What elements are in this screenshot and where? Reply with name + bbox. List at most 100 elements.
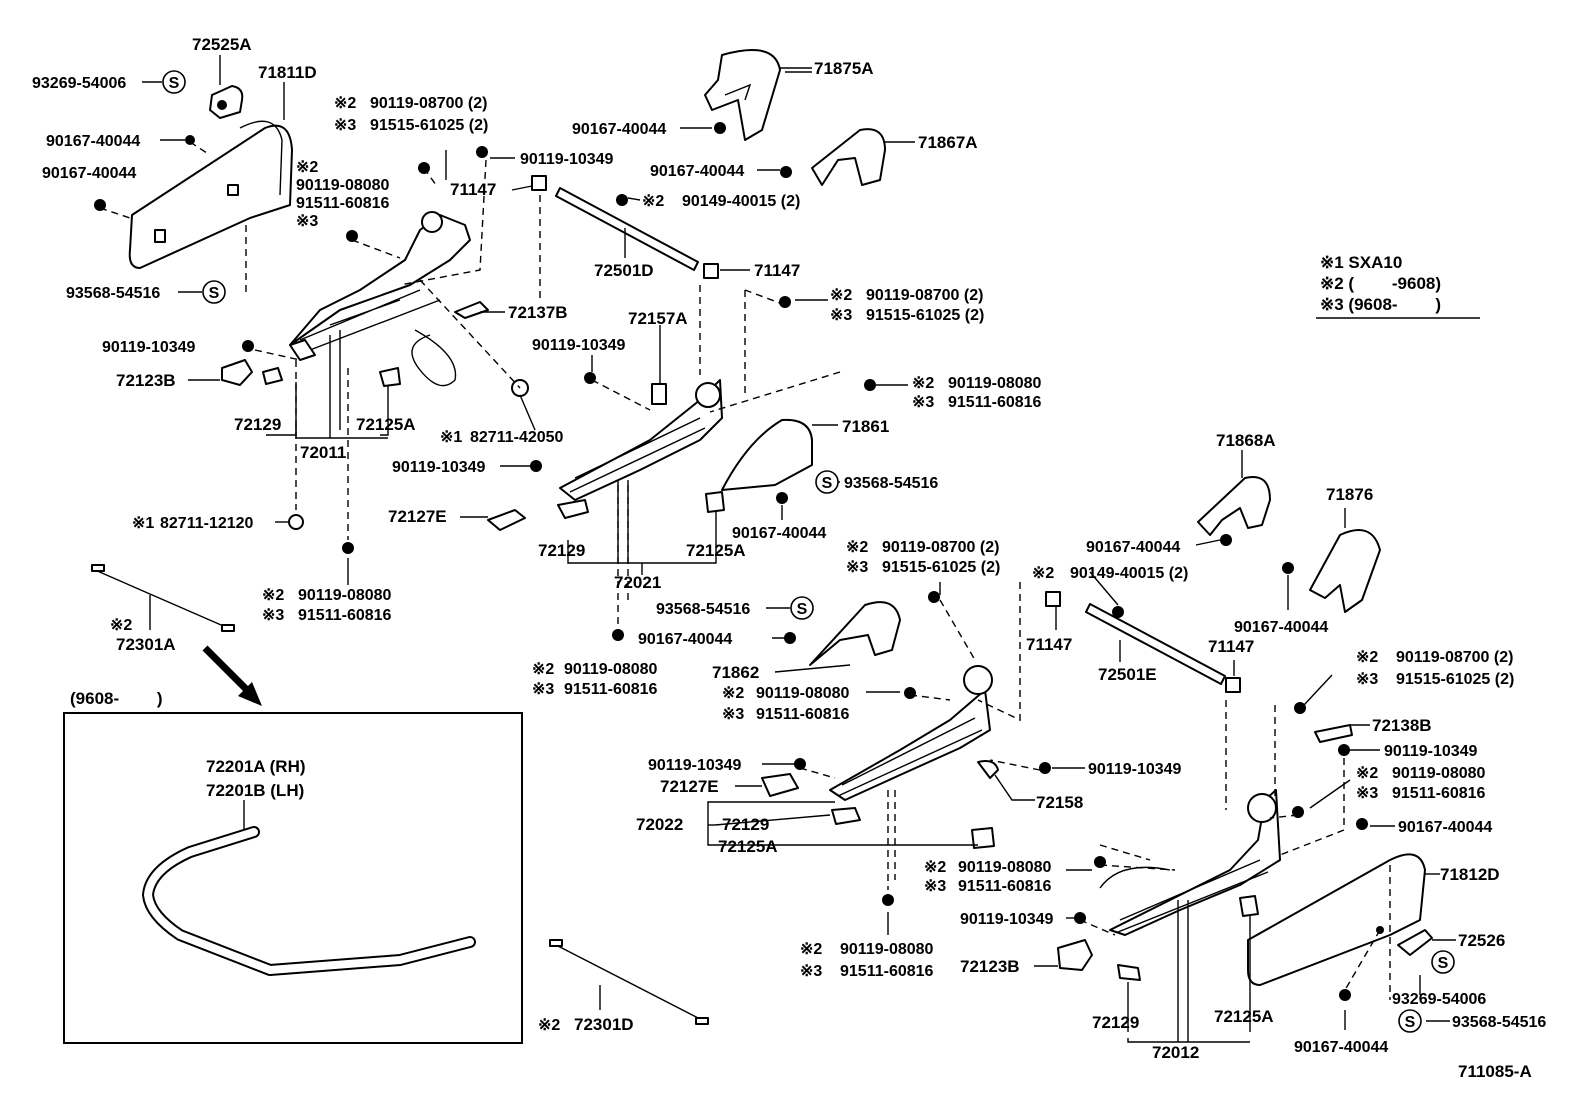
cover-72123B-right [1057,939,1093,971]
label-90119-08080-h: 90119-08080 [840,941,934,958]
label-90119-08700-c: 90119-08700 (2) [882,539,999,556]
recliner-cover-71812D [1247,853,1426,986]
label-71868A: 71868A [1216,431,1276,450]
label-82711-42050: 82711-42050 [470,429,564,446]
label-72201A: 72201A (RH) [206,757,306,776]
label-90167-40044-c: 90167-40044 [572,121,666,138]
label-91511-60816-c: 91511-60816 [298,607,392,624]
cable-72301A [91,564,235,632]
label-note2-i: ※2 [1032,565,1054,582]
cover-71867A [811,128,886,186]
s-circle-d [790,596,814,620]
label-93568-54516-d: 93568-54516 [1452,1014,1546,1031]
label-90119-08080-a: 90119-08080 [296,177,390,194]
label-91515-61025-a: 91515-61025 (2) [370,117,488,134]
label-71862: 71862 [712,663,759,682]
label-note3-b: ※3 [334,117,356,134]
label-note2-n: ※2 [924,859,946,876]
label-90167-40044-d: 90167-40044 [650,163,744,180]
s-circles: S S S S S S [162,70,1455,1033]
seat-track-72022 [761,665,999,849]
label-72011: 72011 [300,443,346,462]
label-90167-40044-h: 90167-40044 [638,631,732,648]
label-note3-l: ※3 [1356,671,1378,688]
cover-71861 [721,418,813,491]
label-72129-b: 72129 [538,541,585,560]
label-90167-40044-b: 90167-40044 [42,165,136,182]
label-93568-54516-b: 93568-54516 [844,475,938,492]
knob-72525A [209,85,244,119]
label-71867A: 71867A [918,133,978,152]
label-note2-j: ※2 [532,661,554,678]
cover-71876 [1309,529,1381,613]
label-note2-g: ※2 [110,617,132,634]
label-note2-b: ※2 [334,95,356,112]
label-72301A: 72301A [116,635,176,654]
label-91515-61025-c: 91515-61025 (2) [882,559,1000,576]
label-90119-08080-g: 90119-08080 [958,859,1052,876]
label-note2-h: ※2 [846,539,868,556]
label-note2-p: ※2 [538,1017,560,1034]
cover-71862 [809,601,901,666]
s-circle-c [815,470,839,494]
label-72125A-d: 72125A [1214,1007,1274,1026]
recliner-cover-71811D [128,120,293,269]
label-72158: 72158 [1036,793,1083,812]
label-72123B-a: 72123B [116,371,176,390]
label-inset-range: (9608- ) [70,689,163,708]
label-note2-f: ※2 [262,587,284,604]
svg-text:S: S [1405,1014,1416,1031]
label-71147-b: 71147 [754,261,800,280]
label-91511-60816-a: 91511-60816 [296,195,390,212]
dashed-guides [99,141,1391,1000]
bar-72501E [1045,591,1241,693]
label-90167-40044-f: 90167-40044 [1086,539,1180,556]
label-72501E: 72501E [1098,665,1157,684]
label-note3-j: ※3 [532,681,554,698]
label-72137B: 72137B [508,303,568,322]
label-91511-60816-e: 91511-60816 [756,706,850,723]
label-93269-54006-b: 93269-54006 [1392,991,1486,1008]
label-91511-60816-d: 91511-60816 [564,681,658,698]
svg-text:S: S [169,75,180,92]
label-72301D: 72301D [574,1015,634,1034]
legend-line-3: ※3 (9608- ) [1320,295,1441,314]
s-circle-f [1398,1009,1422,1033]
bar-72201 [142,826,476,976]
label-72022: 72022 [636,815,683,834]
label-note2-o: ※2 [800,941,822,958]
label-93269-54006-a: 93269-54006 [32,75,126,92]
bar-72501D [531,175,719,279]
label-71811D: 71811D [258,63,317,82]
label-90167-40044-a: 90167-40044 [46,133,140,150]
label-72125A-b: 72125A [686,541,746,560]
label-note2-a: ※2 [296,159,318,176]
label-90167-40044-i: 90167-40044 [1398,819,1492,836]
label-note3-k: ※3 [722,706,744,723]
label-72129-d: 72129 [1092,1013,1139,1032]
label-72526: 72526 [1458,931,1505,950]
inset-box [63,712,523,1044]
leader-lines [142,55,1456,1043]
label-90119-10349-g: 90119-10349 [1088,761,1182,778]
figure-code: 711085-A [1458,1062,1532,1081]
cover-71875A [704,49,781,141]
label-90119-10349-e: 90119-10349 [1384,743,1478,760]
label-note3-a: ※3 [296,213,318,230]
label-note2-d: ※2 [830,287,852,304]
label-note3-n: ※3 [924,878,946,895]
label-note3-e: ※3 [912,394,934,411]
label-90119-08080-d: 90119-08080 [564,661,658,678]
label-72129-a: 72129 [234,415,281,434]
label-90119-10349-d: 90119-10349 [392,459,486,476]
label-90167-40044-e: 90167-40044 [732,525,826,542]
label-71147-a: 71147 [450,180,496,199]
knob-72526 [1397,929,1433,956]
label-note2-e: ※2 [912,375,934,392]
label-note2-c: ※2 [642,193,664,210]
label-72201B: 72201B (LH) [206,781,304,800]
label-72125A-c: 72125A [718,837,778,856]
label-72021: 72021 [614,573,661,592]
label-90119-10349-f: 90119-10349 [648,757,742,774]
